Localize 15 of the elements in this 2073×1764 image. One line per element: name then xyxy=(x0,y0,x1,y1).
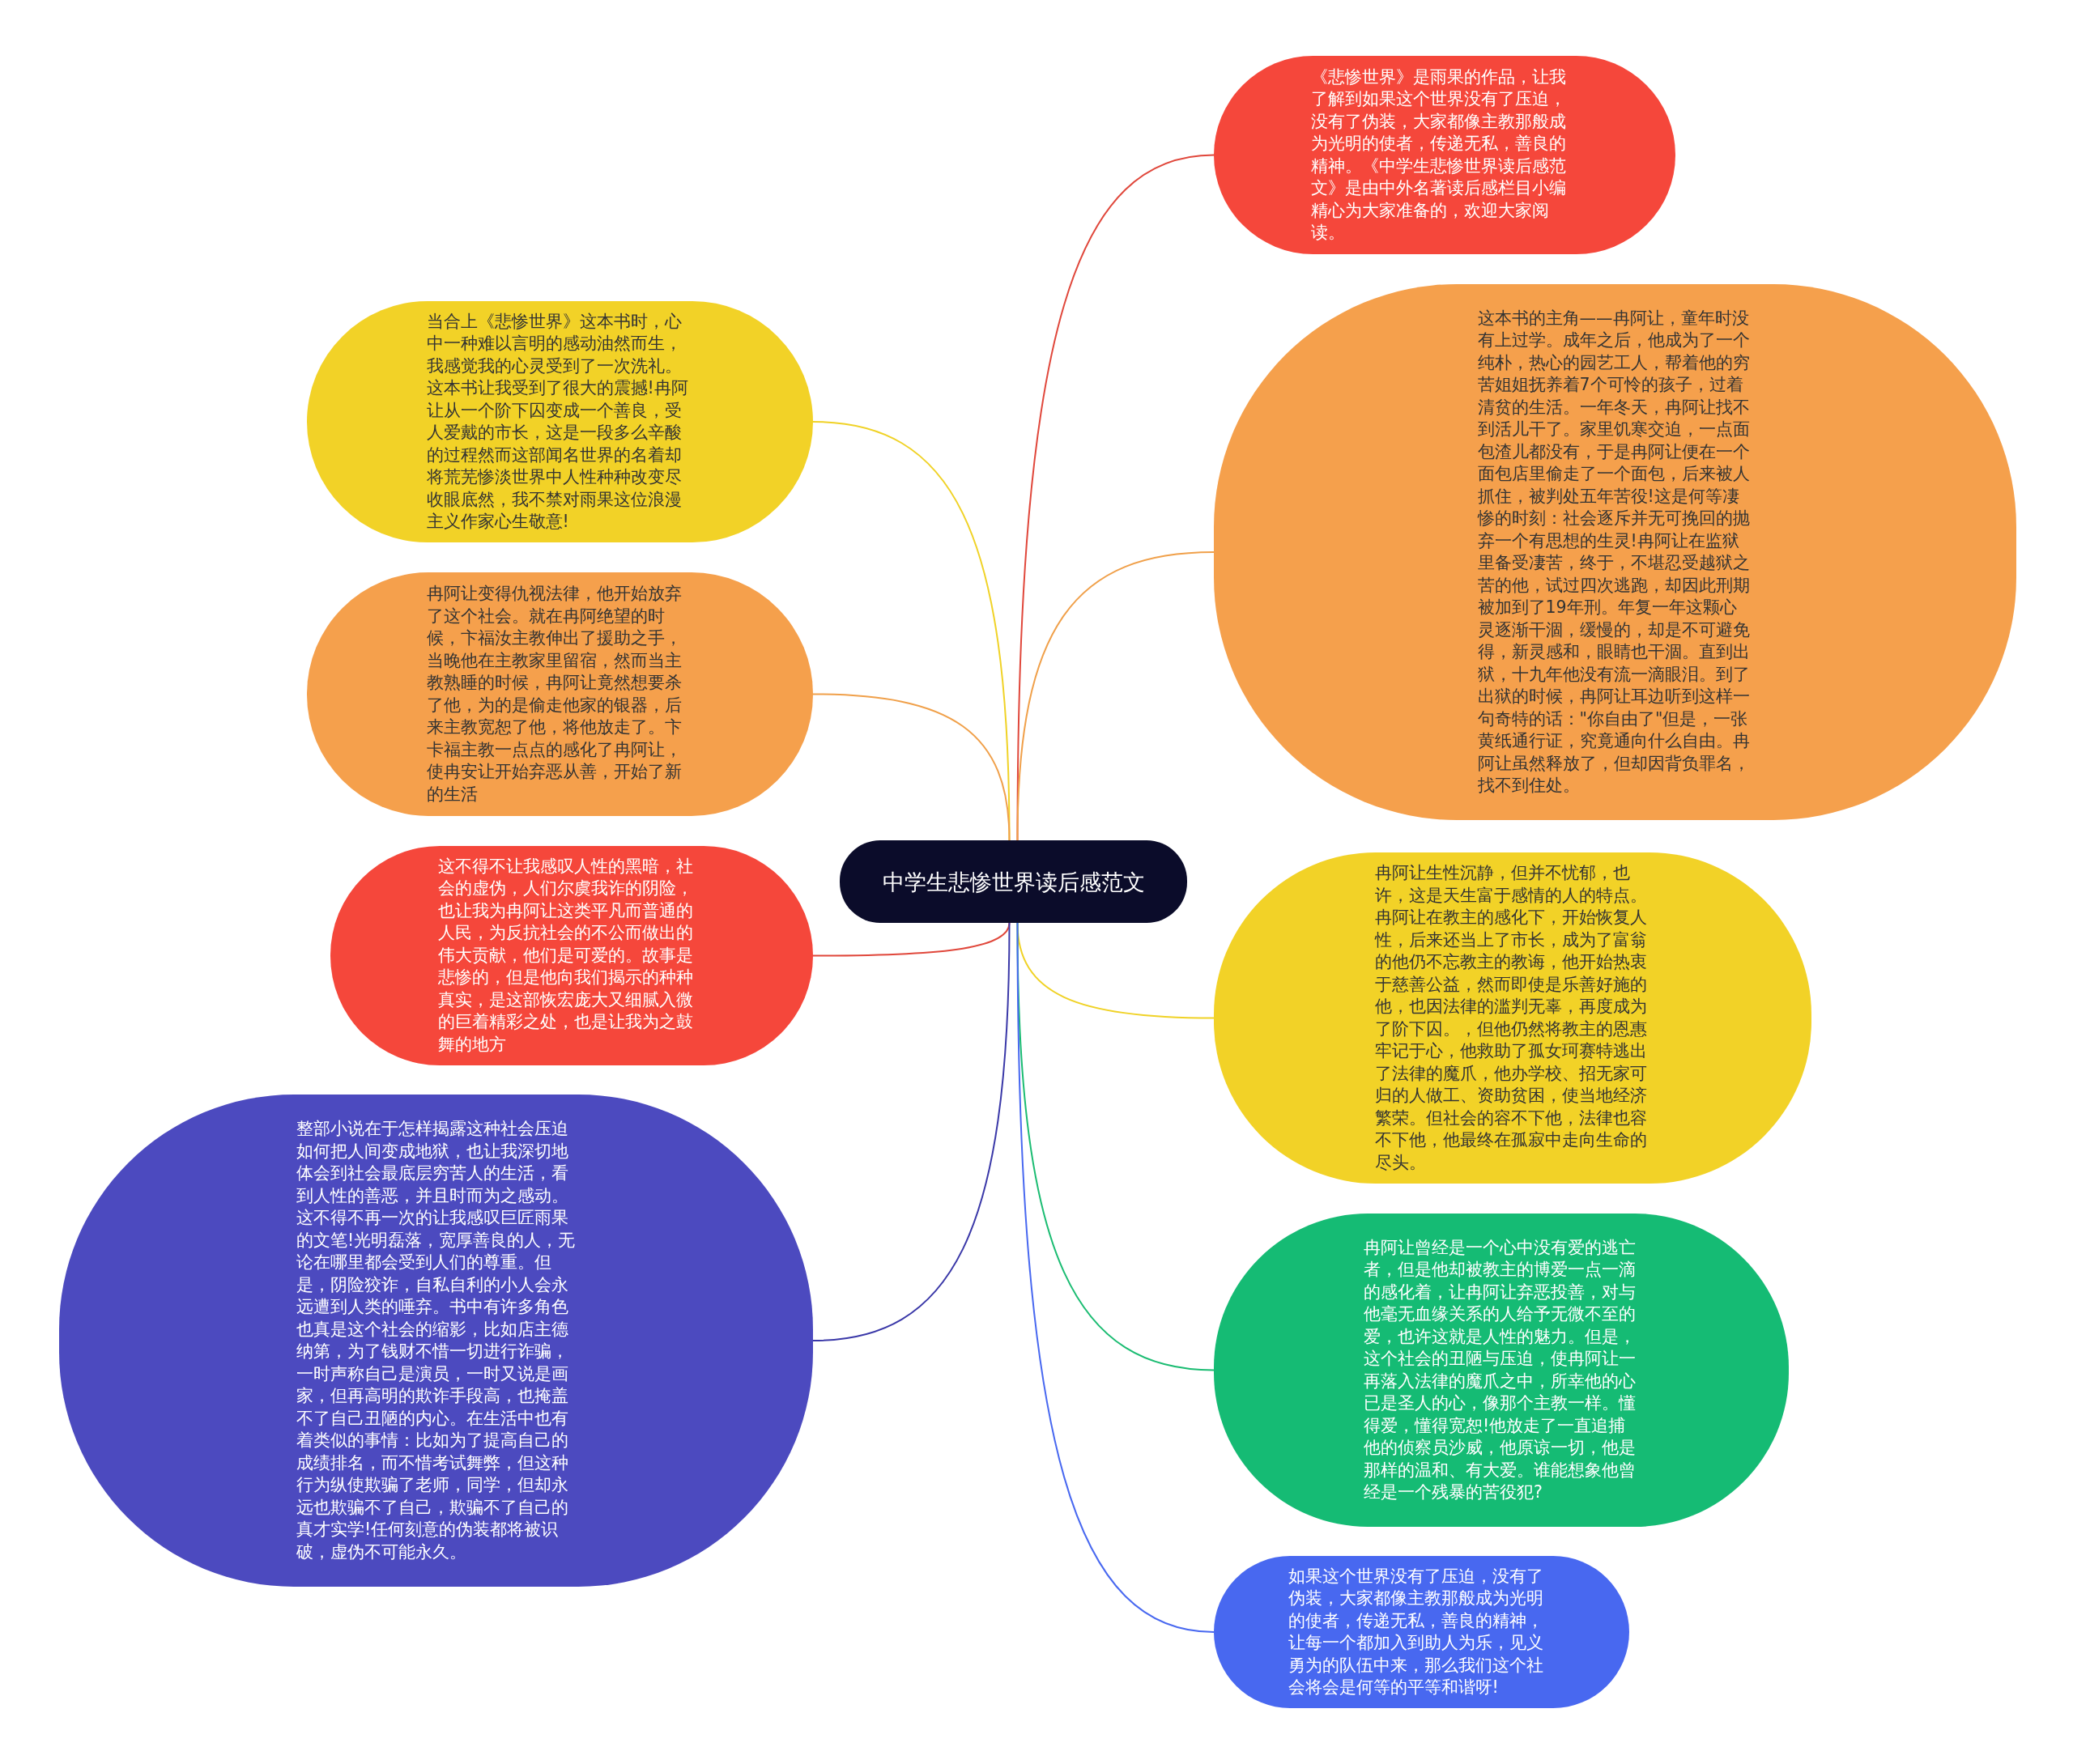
connector-line xyxy=(1016,922,1215,1633)
bubble-text: 这不得不让我感叹人性的黑暗，社会的虚伪，人们尔虞我诈的阴险，也让我为冉阿让这类平凡而普通的人民，为反抗社会的不公而做出的伟大贡献，他们是可爱的。故事是悲惨的，但是他向我们揭示的种种真实，是这部恢宏庞大又细腻入微的巨着精彩之处，也是让我为之鼓舞的地方 xyxy=(438,855,694,1056)
bubble-text: 冉阿让生性沉静，但并不忧郁，也许，这是天生富于感情的人的特点。冉阿让在教主的感化下，开始恢复人性，后来还当上了市长，成为了富翁的他仍不忘教主的教诲，他开始热衷于慈善公益，然而即使是乐善好施的他，也因法律的滥判无辜，再度成为了阶下囚。，但他仍然将教主的恩惠牢记于心，他救助了孤女珂赛特逃出了法律的魔爪，他办学校、招无家可归的人做工、资助贫困，使当地经济繁荣。但社会的容不下他，法律也容不下他，他最终在孤寂中走向生命的尽头。 xyxy=(1375,862,1648,1174)
topic-title: 中学生悲惨世界读后感范文 xyxy=(881,868,1146,896)
bubble-text: 整部小说在于怎样揭露这种社会压迫如何把人间变成地狱，也让我深切地体会到社会最底层穷苦人的生活，看到人性的善恶，并且时而为之感动。这不得不再一次的让我感叹巨匠雨果的文笔!光明磊落，宽厚善良的人，无论在哪里都会受到人们的尊重。但是，阴险狡诈，自私自利的小人会永远遭到人类的唾弃。书中有许多角色也真是这个社会的缩影，比如店主德纳第，为了钱财不惜一切进行诈骗，一时声称自己是演员，一时又说是画家，但再高明的欺诈手段高，也掩盖不了自己丑陋的内心。在生活中也有着类似的事情：比如为了提高自己的成绩排名，而不惜考试舞弊，但这种行为纵使欺骗了老师，同学，但却永远也欺骗不了自己，欺骗不了自己的真才实学!任何刻意的伪装都将被识破，虚伪不可能永久。 xyxy=(296,1118,576,1563)
connector-line xyxy=(1016,551,1215,841)
connector-line xyxy=(1016,154,1215,841)
bubble-text: 《悲惨世界》是雨果的作品，让我了解到如果这个世界没有了压迫，没有了伪装，大家都像主教那般成为光明的使者，传递无私，善良的精神。《中学生悲惨世界读后感范文》是由中外名著读后感栏目小编精心为大家准备的，欢迎大家阅读。 xyxy=(1311,66,1567,244)
bubble-text: 当合上《悲惨世界》这本书时，心中一种难以言明的感动油然而生，我感觉我的心灵受到了一次洗礼。这本书让我受到了很大的震撼!冉阿让从一个阶下囚变成一个善良，受人爱戴的市长，这是一段多么辛酸的过程然而这部闻名世界的名着却将荒芜惨淡世界中人性种种改变尽收眼底然，我不禁对雨果这位浪漫主义作家心生敬意! xyxy=(426,310,689,533)
bubble-text: 如果这个世界没有了压迫，没有了伪装，大家都像主教那般成为光明的使者，传递无私，善良的精神，让每一个都加入到助人为乐，见义勇为的队伍中来，那么我们这个社会将会是何等的平等和谐呀! xyxy=(1288,1565,1544,1698)
connector-line xyxy=(812,922,1011,1341)
bubble-text: 冉阿让变得仇视法律，他开始放弃了这个社会。就在冉阿绝望的时候，卞福汝主教伸出了援助之手，当晚他在主教家里留宿，然而当主教熟睡的时候，冉阿让竟然想要杀了他，为的是偷走他家的银器，后来主教宽恕了他，将他放走了。卞卡福主教一点点的感化了冉阿让，使冉安让开始弃恶从善，开始了新的生活 xyxy=(426,583,683,805)
bubble-text: 冉阿让曾经是一个心中没有爱的逃亡者，但是他却被教主的博爱一点一滴的感化着，让冉阿让弃恶投善，对与他毫无血缘关系的人给予无微不至的爱，也许这就是人性的魅力。但是，这个社会的丑陋与压迫，使冉阿让一再落入法律的魔爪之中，所幸他的心已是圣人的心，像那个主教一样。懂得爱，懂得宽恕!他放走了一直追捕他的侦察员沙威，他原谅一切，他是那样的温和、有大爱。谁能想象他曾经是一个残暴的苦役犯? xyxy=(1364,1236,1637,1503)
bubble-text: 这本书的主角——冉阿让，童年时没有上过学。成年之后，他成为了一个纯朴，热心的园艺工人，帮着他的穷苦姐姐抚养着7个可怜的孩子，过着清贫的生活。一年冬天，冉阿让找不到活儿干了。家里饥寒交迫，一点面包渣儿都没有，于是冉阿让便在一个面包店里偷走了一个面包，后来被人抓住，被判处五年苦役!这是何等凄惨的时刻：社会逐斥并无可挽回的抛弃一个有思想的生灵!冉阿让在监狱里备受凄苦，终于，不堪忍受越狱之苦的他，试过四次逃跑，却因此刑期被加到了19年刑。年复一年这颗心灵逐渐干涸，缓慢的，却是不可避免得，新灵感和，眼睛也干涸。直到出狱，十九年他没有流一滴眼泪。到了出狱的时候，冉阿让耳边听到这样一句奇特的话："你自由了"但是，一张黄纸通行证，究竟通向什么自由。冉阿让虽然释放了，但却因背负罪名，找不到住处。 xyxy=(1477,307,1751,797)
connector-line xyxy=(812,693,1011,841)
